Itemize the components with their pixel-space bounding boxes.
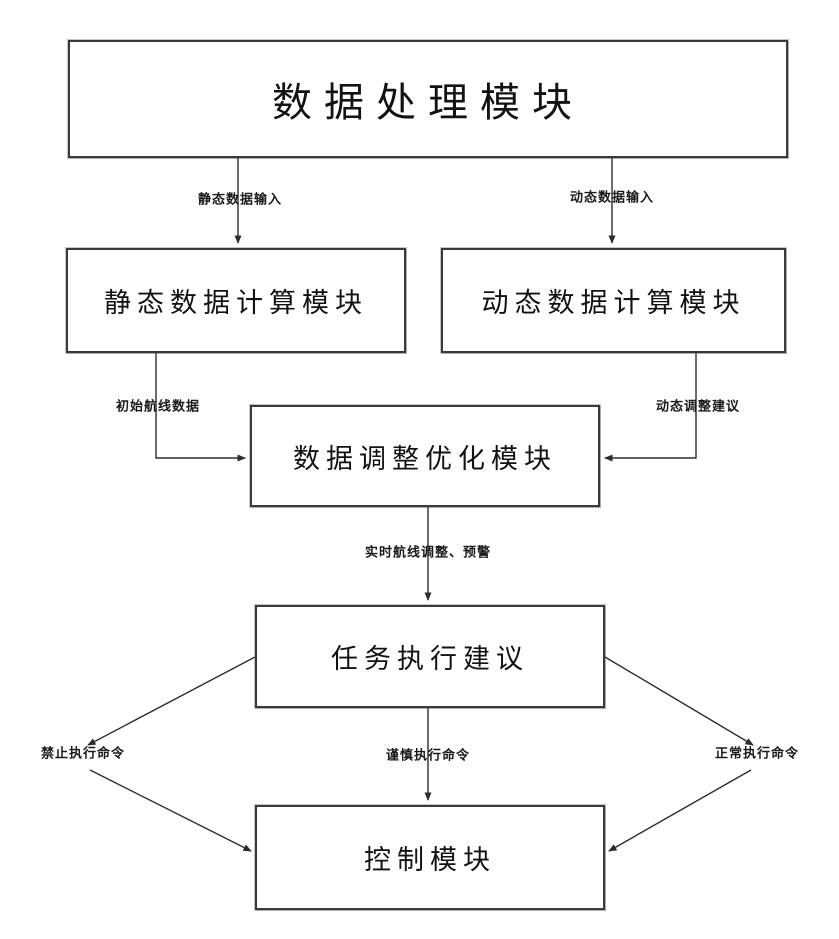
box-control-module: 控制模块 bbox=[255, 805, 605, 910]
box-data-processing-module: 数据处理模块 bbox=[68, 40, 788, 158]
box-dynamic-data-calc-module: 动态数据计算模块 bbox=[441, 248, 786, 353]
arrow-forbid-command-out bbox=[87, 656, 256, 746]
label-static-data-input: 静态数据输入 bbox=[197, 192, 283, 208]
box-static-data-calc-module: 静态数据计算模块 bbox=[66, 248, 406, 353]
label-dynamic-data-input: 动态数据输入 bbox=[569, 190, 655, 206]
label-initial-route-data: 初始航线数据 bbox=[115, 399, 201, 415]
label-dynamic-adjust-advice: 动态调整建议 bbox=[655, 399, 741, 415]
box-task-execution-advice: 任务执行建议 bbox=[255, 605, 605, 708]
box-data-adjust-optimize-module: 数据调整优化模块 bbox=[250, 405, 600, 507]
label-forbid-command: 禁止执行命令 bbox=[40, 746, 126, 762]
arrow-normal-command-out bbox=[604, 656, 754, 746]
label-realtime-adjust-warning: 实时航线调整、预警 bbox=[364, 545, 492, 561]
label-normal-command: 正常执行命令 bbox=[714, 746, 800, 762]
arrow-normal-command-in bbox=[608, 769, 752, 852]
label-caution-command: 谨慎执行命令 bbox=[385, 748, 471, 764]
arrow-forbid-command-in bbox=[89, 769, 252, 852]
